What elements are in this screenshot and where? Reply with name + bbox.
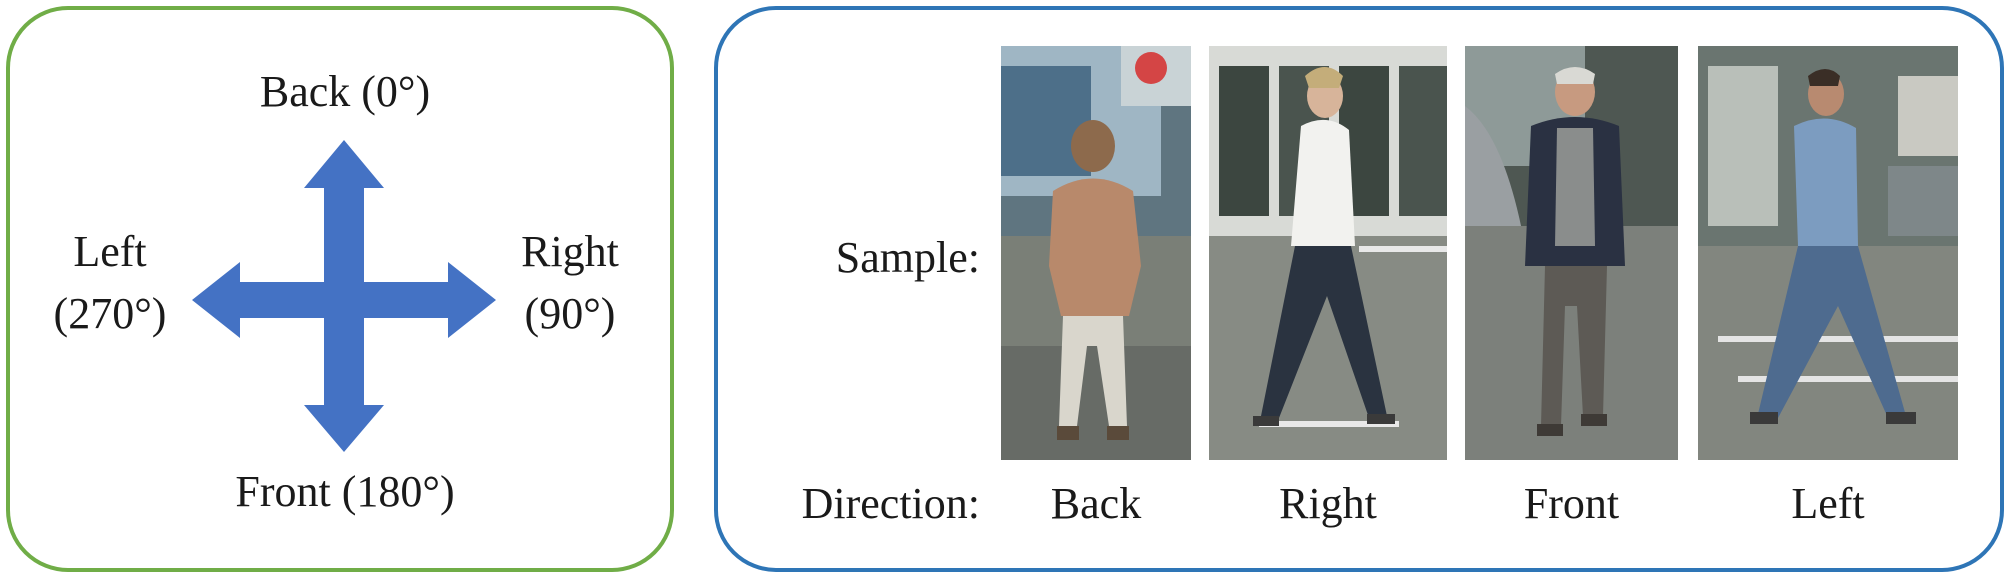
sample-row-label: Sample: (835, 233, 980, 282)
direction-row-label: Direction: (801, 479, 980, 528)
front-label: Front (180°) (235, 467, 455, 516)
four-way-arrow-icon (192, 140, 496, 452)
sample-image-left (1698, 46, 1958, 460)
four-way-arrow-shape (192, 140, 496, 452)
direction-caption: Left (1791, 479, 1865, 528)
sample-image-front (1465, 46, 1678, 460)
sample-image-back (1001, 46, 1191, 460)
right-label-line1: Right (521, 227, 619, 276)
left-label-line1: Left (73, 227, 147, 276)
right-label-line2: (90°) (524, 289, 616, 338)
direction-caption: Right (1279, 479, 1377, 528)
left-label-line2: (270°) (53, 289, 167, 338)
direction-caption: Back (1050, 479, 1142, 528)
direction-caption: Front (1523, 479, 1620, 528)
back-label: Back (0°) (259, 67, 431, 116)
sample-image-right (1209, 46, 1447, 460)
